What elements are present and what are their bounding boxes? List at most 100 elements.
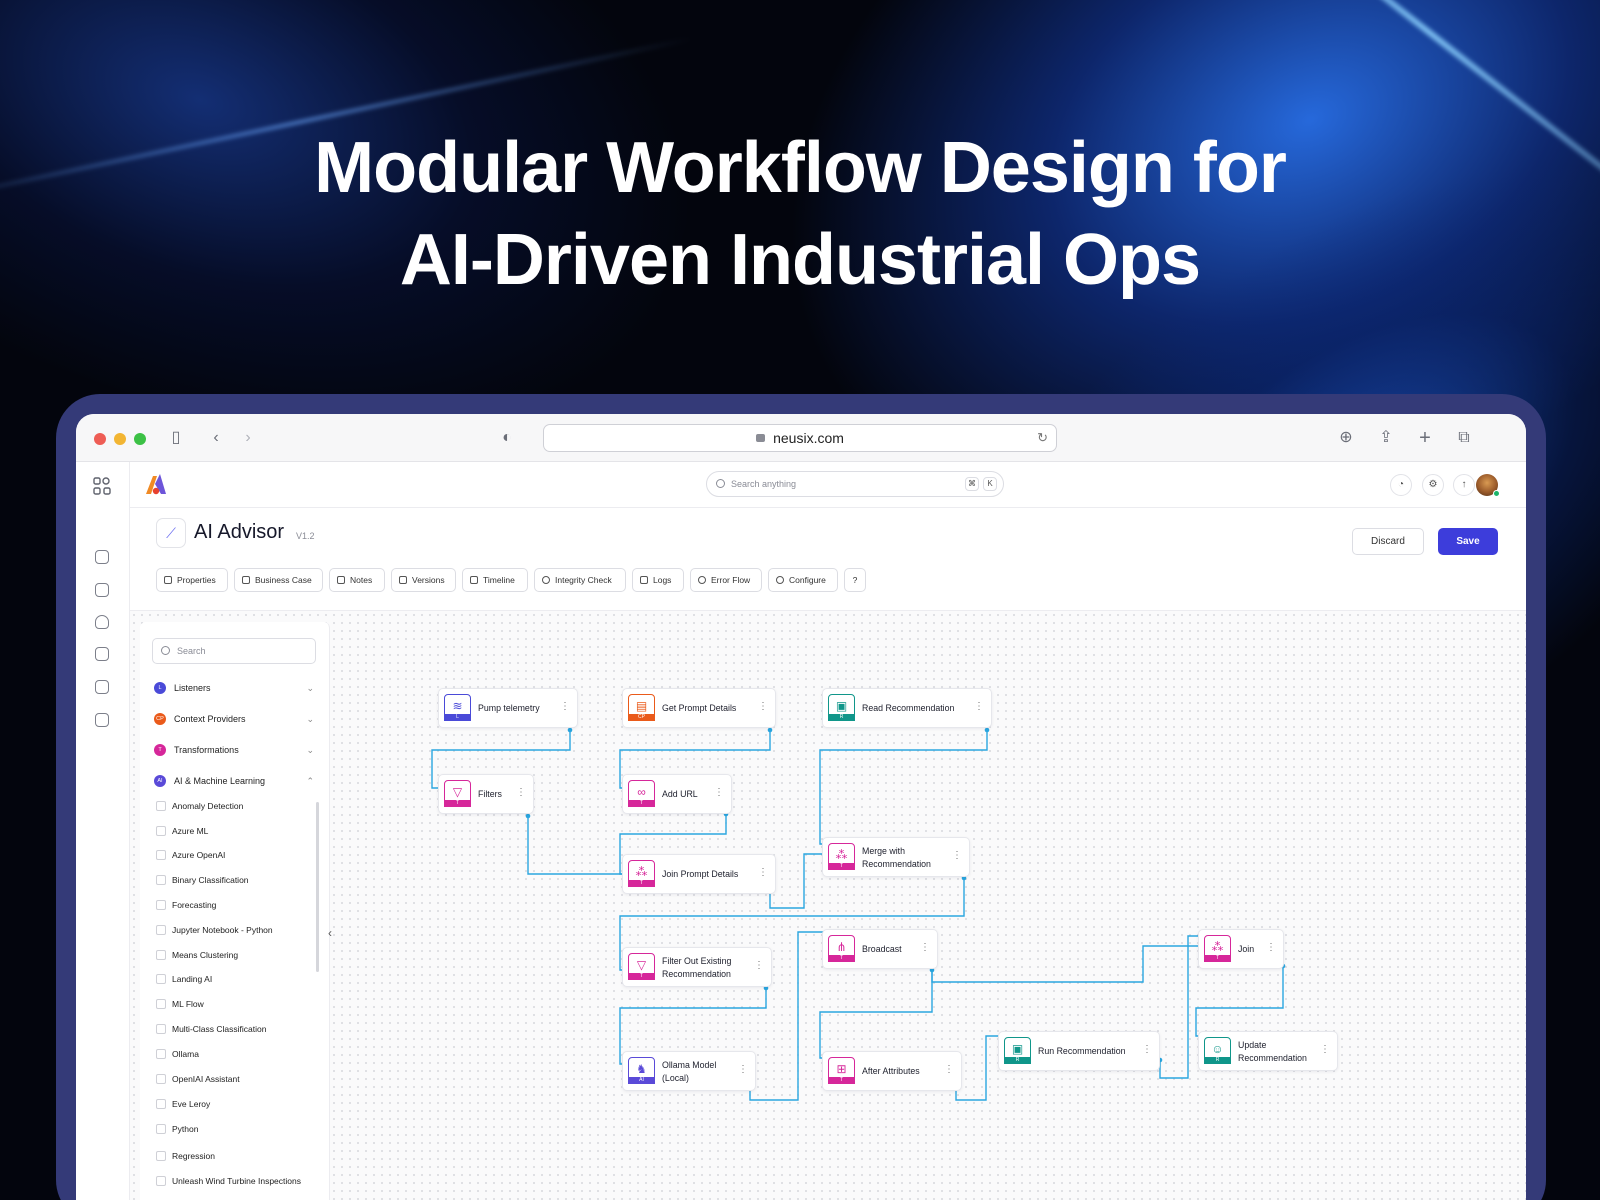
item-checkbox[interactable]: [156, 801, 166, 811]
more-icon[interactable]: ⋮: [516, 787, 526, 798]
item-checkbox[interactable]: [156, 900, 166, 910]
shapes-icon[interactable]: [95, 680, 109, 694]
more-icon[interactable]: ⋮: [754, 960, 764, 971]
category-label: AI & Machine Learning: [174, 776, 266, 786]
item-checkbox[interactable]: [156, 875, 166, 885]
more-icon[interactable]: ⋮: [758, 867, 768, 878]
monitor-icon[interactable]: [95, 647, 109, 661]
node-filters[interactable]: ▽T Filters ⋮: [438, 774, 534, 814]
minimize-window-button[interactable]: [114, 433, 126, 445]
more-icon[interactable]: ⋮: [1142, 1044, 1152, 1055]
bot-icon[interactable]: [95, 615, 109, 629]
back-icon[interactable]: ‹: [213, 429, 219, 446]
tab-timeline[interactable]: Timeline: [462, 568, 528, 592]
list-item-label: Anomaly Detection: [172, 801, 244, 811]
node-join[interactable]: ⁂T Join ⋮: [1198, 929, 1284, 969]
node-run-recommendation[interactable]: ▣R Run Recommendation ⋮: [998, 1031, 1160, 1071]
list-item-label: Eve Leroy: [172, 1099, 211, 1109]
item-checkbox[interactable]: [156, 999, 166, 1009]
more-icon[interactable]: ⋮: [1320, 1044, 1330, 1055]
list-item-label: Multi-Class Classification: [172, 1024, 267, 1034]
item-checkbox[interactable]: [156, 1024, 166, 1034]
tab-properties[interactable]: Properties: [156, 568, 228, 592]
more-icon[interactable]: ⋮: [952, 850, 962, 861]
item-checkbox[interactable]: [156, 925, 166, 935]
more-icon[interactable]: ⋮: [920, 942, 930, 953]
save-button[interactable]: Save: [1438, 528, 1498, 555]
more-icon[interactable]: ⋮: [974, 701, 984, 712]
inbox-icon[interactable]: [95, 583, 109, 597]
maximize-window-button[interactable]: [134, 433, 146, 445]
item-checkbox[interactable]: [156, 1151, 166, 1161]
panel-scrollbar[interactable]: [316, 802, 319, 972]
node-after-attributes[interactable]: ⊞T After Attributes ⋮: [822, 1051, 962, 1091]
bell-icon[interactable]: ◔: [1390, 474, 1412, 496]
close-window-button[interactable]: [94, 433, 106, 445]
help-button[interactable]: ?: [844, 568, 866, 592]
item-checkbox[interactable]: [156, 1099, 166, 1109]
cube-icon: [164, 576, 172, 584]
tab-business-case[interactable]: Business Case: [234, 568, 323, 592]
tab-logs[interactable]: Logs: [632, 568, 684, 592]
item-checkbox[interactable]: [156, 1074, 166, 1084]
brand-logo[interactable]: [142, 470, 170, 498]
item-checkbox[interactable]: [156, 1176, 166, 1186]
more-icon[interactable]: ⋮: [1266, 942, 1276, 953]
more-icon[interactable]: ⋮: [738, 1064, 748, 1075]
share-icon[interactable]: ⇪: [1379, 429, 1393, 446]
node-type-tag: T: [828, 955, 855, 962]
tab-configure[interactable]: Configure: [768, 568, 838, 592]
tab-versions[interactable]: Versions: [391, 568, 456, 592]
item-checkbox[interactable]: [156, 826, 166, 836]
item-checkbox[interactable]: [156, 950, 166, 960]
item-checkbox[interactable]: [156, 1049, 166, 1059]
global-search-input[interactable]: Search anything ⌘ K: [706, 471, 1004, 497]
node-broadcast[interactable]: ⋔T Broadcast ⋮: [822, 929, 938, 969]
tab-error-flow[interactable]: Error Flow: [690, 568, 762, 592]
sidebar-icon[interactable]: ▯: [171, 429, 181, 446]
new-tab-icon[interactable]: +: [1419, 427, 1431, 449]
item-checkbox[interactable]: [156, 850, 166, 860]
code-icon[interactable]: [95, 713, 109, 727]
node-add-url[interactable]: ∞T Add URL ⋮: [622, 774, 732, 814]
node-read-recommendation[interactable]: ▣R Read Recommendation ⋮: [822, 688, 992, 728]
list-item-label: Jupyter Notebook - Python: [172, 925, 273, 935]
node-label: Broadcast: [862, 944, 902, 954]
reload-icon[interactable]: ↻: [1037, 430, 1048, 445]
discard-button[interactable]: Discard: [1352, 528, 1424, 555]
node-ollama-model[interactable]: ♞AI Ollama Model(Local) ⋮: [622, 1051, 756, 1091]
item-checkbox[interactable]: [156, 1124, 166, 1134]
node-pump-telemetry[interactable]: ≋L Pump telemetry ⋮: [438, 688, 578, 728]
address-bar[interactable]: neusix.com ↻: [543, 424, 1057, 452]
forward-icon[interactable]: ›: [245, 429, 251, 446]
more-icon[interactable]: ⋮: [758, 701, 768, 712]
apps-grid-icon[interactable]: [93, 477, 111, 495]
upload-icon[interactable]: ↑: [1453, 474, 1475, 496]
more-icon[interactable]: ⋮: [714, 787, 724, 798]
node-label: Filters: [478, 789, 502, 799]
node-get-prompt-details[interactable]: ▤CP Get Prompt Details ⋮: [622, 688, 776, 728]
list-item-label: ML Flow: [172, 999, 204, 1009]
tabs-icon[interactable]: ⧉: [1458, 429, 1470, 446]
more-icon[interactable]: ⋮: [944, 1064, 954, 1075]
collapse-panel-icon[interactable]: ‹: [328, 926, 332, 940]
gear-icon[interactable]: ⚙: [1422, 474, 1444, 496]
chevron-up-icon: ⌃: [306, 776, 314, 786]
add-icon[interactable]: [95, 550, 109, 564]
panel-search-input[interactable]: Search: [152, 638, 316, 664]
tab-notes-label: Notes: [350, 575, 373, 585]
tab-notes[interactable]: Notes: [329, 568, 385, 592]
tab-integrity-check[interactable]: Integrity Check: [534, 568, 626, 592]
download-icon[interactable]: ⊕: [1339, 429, 1353, 446]
item-checkbox[interactable]: [156, 974, 166, 984]
more-icon[interactable]: ⋮: [560, 701, 570, 712]
node-join-prompt-details[interactable]: ⁂T Join Prompt Details ⋮: [622, 854, 776, 894]
avatar[interactable]: [1476, 474, 1500, 497]
